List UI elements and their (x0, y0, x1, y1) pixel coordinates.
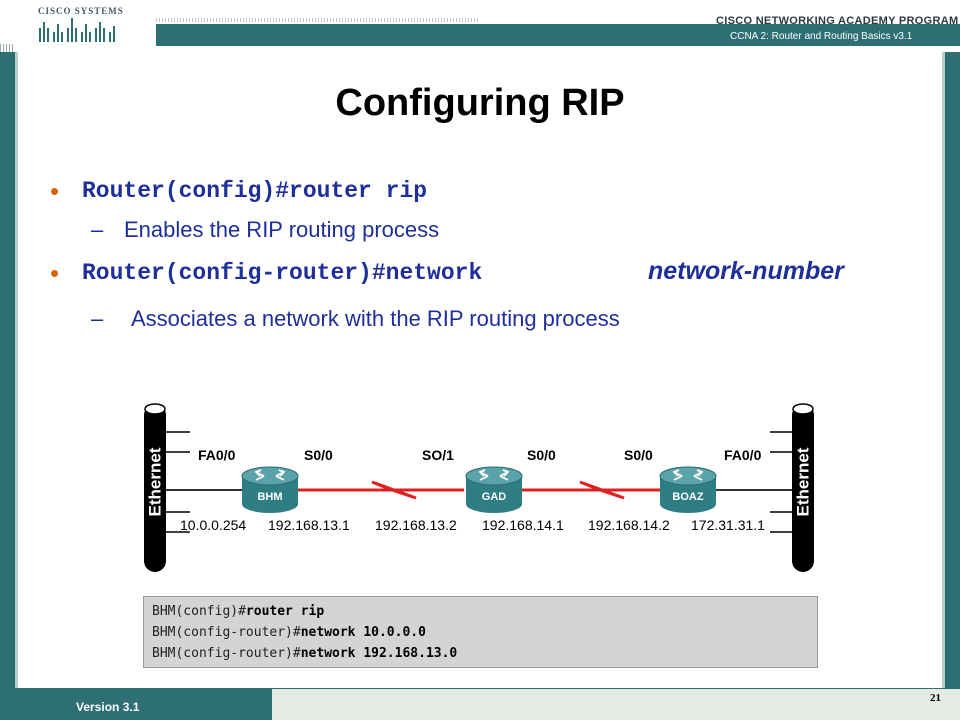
course-title: CCNA 2: Router and Routing Basics v3.1 (730, 31, 913, 42)
router-boaz-label: BOAZ (672, 491, 703, 503)
router-bhm: BHM (241, 466, 299, 513)
router-arrows-icon (478, 469, 510, 481)
code-prompt: BHM(config)# (152, 604, 246, 619)
interface-label: S0/0 (304, 447, 333, 463)
frame-right-inner (942, 52, 945, 688)
code-line: BHM(config-router)#network 192.168.13.0 (152, 646, 457, 661)
interface-label: FA0/0 (724, 447, 762, 463)
ip-address-label: 10.0.0.254 (180, 517, 246, 533)
code-command: network 10.0.0.0 (300, 625, 426, 640)
serial-link-bhm-gad (298, 480, 464, 500)
ip-address-label: 192.168.14.1 (482, 517, 564, 533)
bullet-2-argument: network-number (648, 257, 844, 285)
ethernet-segment-left: Ethernet (144, 403, 190, 572)
header-bar (156, 24, 960, 46)
header-stripes (0, 44, 14, 54)
code-command: network 192.168.13.0 (300, 646, 458, 661)
frame-right (945, 52, 960, 688)
ip-address-label: 172.31.31.1 (691, 517, 765, 533)
interface-label: SO/1 (422, 447, 454, 463)
interface-label: S0/0 (527, 447, 556, 463)
cisco-bridge-icon (39, 18, 115, 42)
interface-label: S0/0 (624, 447, 653, 463)
code-line: BHM(config-router)#network 10.0.0.0 (152, 625, 426, 640)
interface-label: FA0/0 (198, 447, 236, 463)
bullet-1-dot: • (50, 176, 60, 206)
code-prompt: BHM(config-router)# (152, 646, 301, 661)
version-label: Version 3.1 (76, 700, 140, 714)
ethernet-label-right: Ethernet (794, 447, 813, 516)
serial-link-gad-boaz (522, 480, 660, 500)
cisco-logo: Cisco Systems (38, 6, 123, 42)
slide-title: Configuring RIP (335, 82, 625, 124)
router-gad: GAD (465, 466, 523, 513)
bullet-1-description: Enables the RIP routing process (124, 217, 440, 242)
bullet-1-command: Router(config)#router rip (82, 178, 428, 204)
ip-address-label: 192.168.13.2 (375, 517, 457, 533)
frame-left (0, 52, 15, 688)
router-arrows-icon (254, 469, 286, 481)
code-prompt: BHM(config-router)# (152, 625, 301, 640)
footer-left-band (0, 688, 272, 720)
bullet-1-dash: – (91, 217, 104, 242)
academy-title: CISCO NETWORKING ACADEMY PROGRAM (716, 15, 959, 27)
header-decor-line (156, 18, 480, 22)
ethernet-segment-right: Ethernet (770, 403, 814, 572)
ip-address-label: 192.168.13.1 (268, 517, 350, 533)
page-number: 21 (930, 692, 941, 704)
bullet-2-description: Associates a network with the RIP routin… (131, 306, 620, 331)
ip-address-label: 192.168.14.2 (588, 517, 670, 533)
router-arrows-icon (672, 469, 704, 481)
logo-text: Cisco Systems (38, 6, 124, 16)
ethernet-label-left: Ethernet (146, 447, 165, 516)
code-line: BHM(config)#router rip (152, 604, 324, 619)
network-topology-diagram: Ethernet Ethernet BHM GAD (144, 403, 814, 572)
router-boaz: BOAZ (659, 466, 717, 513)
frame-left-inner (15, 52, 18, 688)
code-command: router rip (245, 604, 325, 619)
bullet-2-dot: • (50, 258, 60, 288)
bullet-2-command: Router(config-router)#network (82, 260, 483, 286)
footer-right-band (272, 688, 960, 720)
router-gad-label: GAD (482, 491, 507, 503)
router-bhm-label: BHM (257, 491, 282, 503)
config-code-box: BHM(config)#router rip BHM(config-router… (143, 596, 818, 668)
bullet-2-dash: – (91, 306, 104, 331)
